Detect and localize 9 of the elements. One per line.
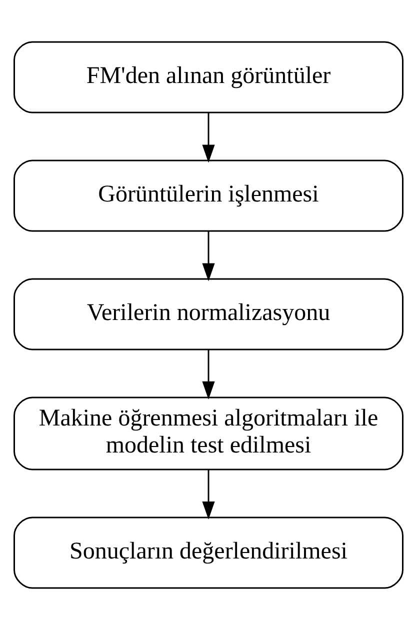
node-box: Görüntülerin işlenmesi: [14, 159, 404, 232]
arrow: [202, 350, 215, 399]
node-box: Makine öğrenmesi algoritmaları ile modelin test edilmesi: [14, 396, 404, 470]
node-box: Verilerin normalizasyonu: [14, 278, 404, 350]
arrow: [202, 469, 215, 519]
arrow: [202, 112, 215, 162]
node-box: Sonuçların değerlendirilmesi: [14, 516, 404, 588]
arrow: [202, 230, 215, 281]
node-box: FM'den alınan görüntüler: [14, 40, 404, 113]
